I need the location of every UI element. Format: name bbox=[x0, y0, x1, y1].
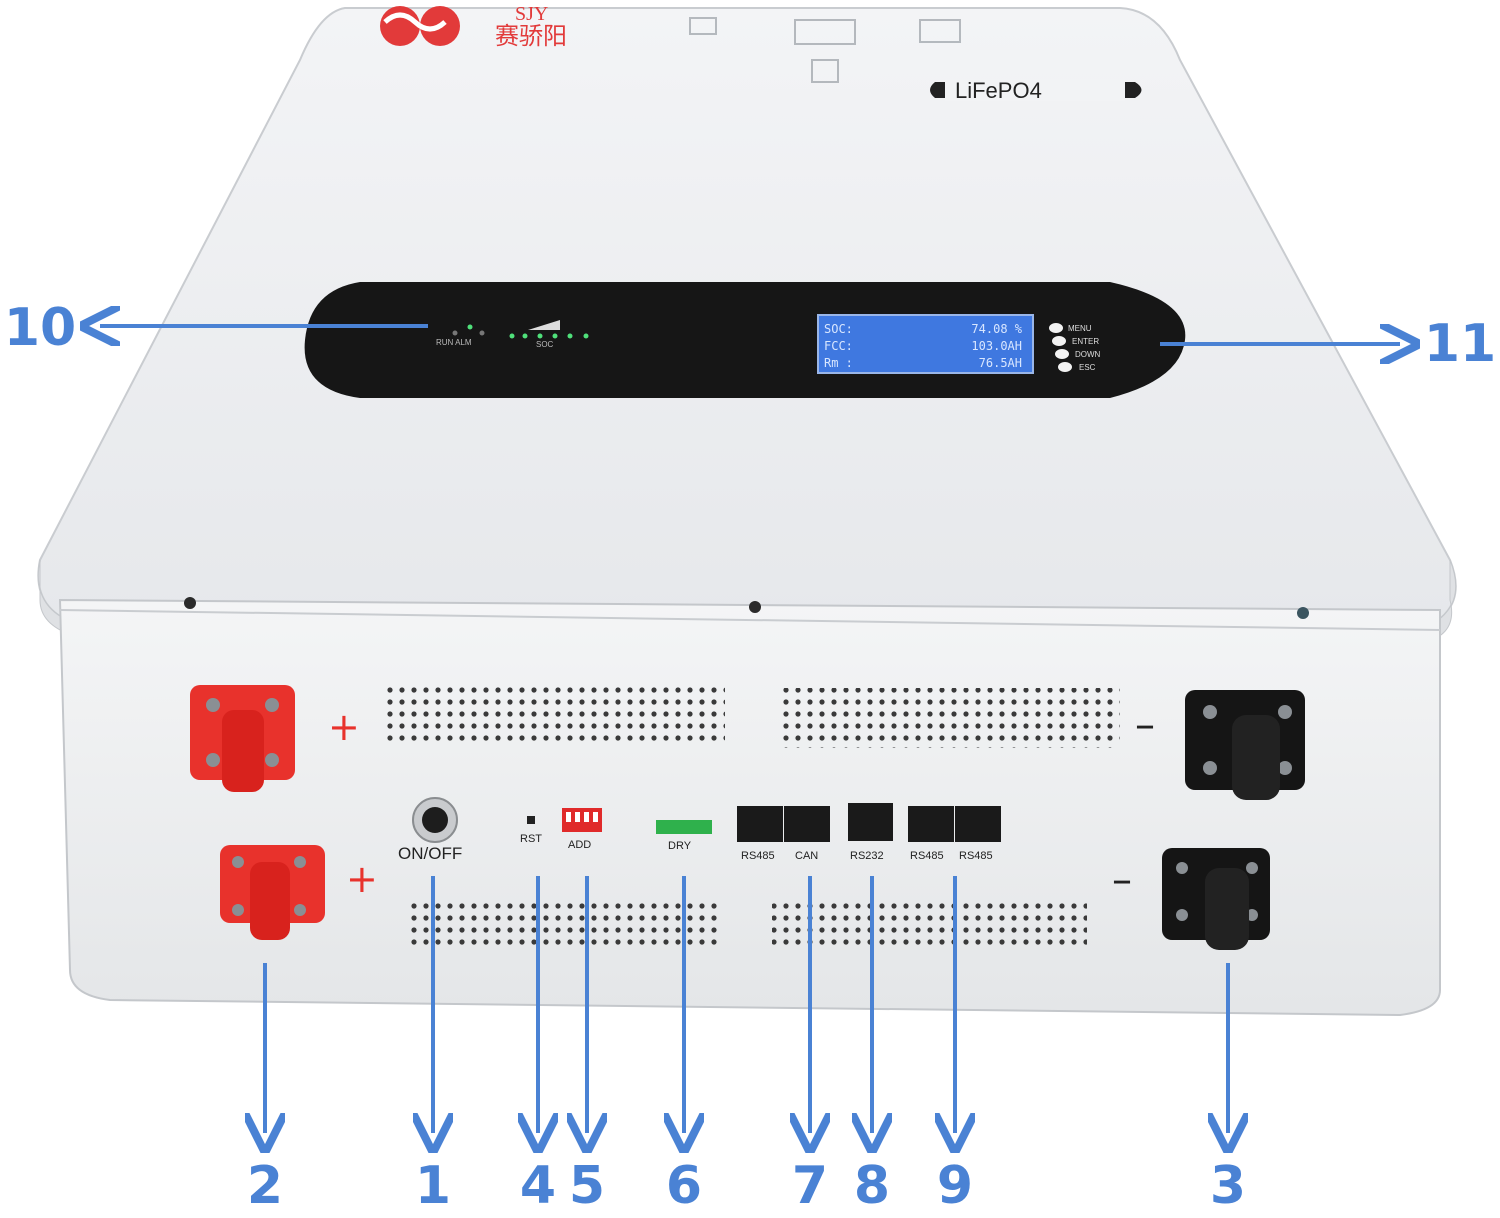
esc-button[interactable] bbox=[1058, 362, 1072, 372]
negative-sign-bottom: – bbox=[1112, 857, 1132, 903]
screw-right bbox=[1297, 607, 1309, 619]
brand-name: SJY bbox=[515, 3, 548, 25]
rs485-port-a[interactable] bbox=[737, 806, 783, 842]
vent-top-right bbox=[780, 688, 1120, 748]
lcd-line-1-value: 74.08 % bbox=[971, 322, 1022, 336]
callout-4: 4 bbox=[519, 1156, 557, 1216]
seam-line bbox=[59, 609, 1441, 631]
positive-sign-bottom: + bbox=[346, 857, 378, 901]
lcd-line-3-value: 76.5AH bbox=[979, 356, 1022, 370]
run-alm-label: RUN ALM bbox=[436, 338, 472, 347]
soc-leds bbox=[509, 320, 589, 339]
chemistry-badge bbox=[930, 79, 1142, 101]
callout-7: 7 bbox=[791, 1156, 829, 1216]
rs485-port-b[interactable] bbox=[908, 806, 954, 842]
brand-logo bbox=[380, 6, 460, 46]
rs485-label-c: RS485 bbox=[959, 850, 993, 862]
menu-button[interactable] bbox=[1049, 323, 1063, 333]
down-button[interactable] bbox=[1055, 349, 1069, 359]
reset-button[interactable] bbox=[527, 816, 535, 824]
address-label: ADD bbox=[568, 839, 591, 851]
dry-contact-terminal[interactable] bbox=[656, 820, 712, 834]
chemistry-label: LiFePO4 bbox=[955, 78, 1042, 103]
brand-logo-text: 赛骄阳 bbox=[495, 22, 567, 50]
callout-3: 3 bbox=[1209, 1156, 1247, 1216]
callout-6: 6 bbox=[665, 1156, 703, 1216]
power-switch-label: ON/OFF bbox=[398, 844, 462, 863]
lcd-line-2-value: 103.0AH bbox=[971, 339, 1022, 353]
rs485-port-c[interactable] bbox=[955, 806, 1001, 842]
rs485-label-b: RS485 bbox=[910, 850, 944, 862]
callout-11: 11 bbox=[1423, 314, 1497, 374]
lcd-screen bbox=[817, 314, 1034, 374]
power-switch[interactable] bbox=[412, 797, 458, 843]
vent-bottom-left bbox=[405, 898, 723, 950]
reset-label: RST bbox=[520, 833, 542, 845]
vent-bottom-right bbox=[772, 898, 1087, 950]
system-diagram-icons bbox=[689, 17, 961, 83]
vent-top-left bbox=[385, 685, 725, 745]
soc-label: SOC bbox=[536, 340, 554, 349]
rs232-port[interactable] bbox=[848, 803, 893, 841]
callout-2: 2 bbox=[246, 1156, 284, 1216]
callout-10: 10 bbox=[3, 298, 77, 358]
positive-terminal-bottom[interactable] bbox=[220, 845, 325, 940]
screw-mid bbox=[749, 601, 761, 613]
rs485-label-a: RS485 bbox=[741, 850, 775, 862]
enter-button[interactable] bbox=[1052, 336, 1066, 346]
negative-sign-top: – bbox=[1135, 702, 1155, 748]
status-leds bbox=[452, 324, 485, 336]
positive-sign-top: + bbox=[328, 705, 360, 749]
lcd-line-2-label: FCC: bbox=[824, 339, 853, 353]
down-label: DOWN bbox=[1075, 350, 1101, 359]
esc-label: ESC bbox=[1079, 363, 1096, 372]
enter-label: ENTER bbox=[1072, 337, 1099, 346]
dry-contact-label: DRY bbox=[668, 840, 692, 852]
lcd-buttons[interactable] bbox=[1049, 323, 1072, 372]
callout-5: 5 bbox=[568, 1156, 606, 1216]
lcd-text: SOC: 74.08 % FCC: 103.0AH Rm : 76.5AH bbox=[824, 322, 1023, 370]
negative-terminal-bottom[interactable] bbox=[1162, 848, 1270, 950]
menu-label: MENU bbox=[1068, 324, 1092, 333]
can-label: CAN bbox=[795, 850, 818, 862]
lcd-line-1-label: SOC: bbox=[824, 322, 853, 336]
screw-left bbox=[184, 597, 196, 609]
address-dip-switch[interactable] bbox=[562, 808, 602, 832]
can-port[interactable] bbox=[784, 806, 830, 842]
callout-arrows bbox=[100, 326, 1400, 1133]
callout-8: 8 bbox=[853, 1156, 891, 1216]
negative-terminal-top[interactable] bbox=[1185, 690, 1305, 800]
callout-1: 1 bbox=[414, 1156, 452, 1216]
positive-terminal-top[interactable] bbox=[190, 685, 295, 792]
callout-9: 9 bbox=[936, 1156, 974, 1216]
rs232-label: RS232 bbox=[850, 850, 884, 862]
lcd-line-3-label: Rm : bbox=[824, 356, 853, 370]
